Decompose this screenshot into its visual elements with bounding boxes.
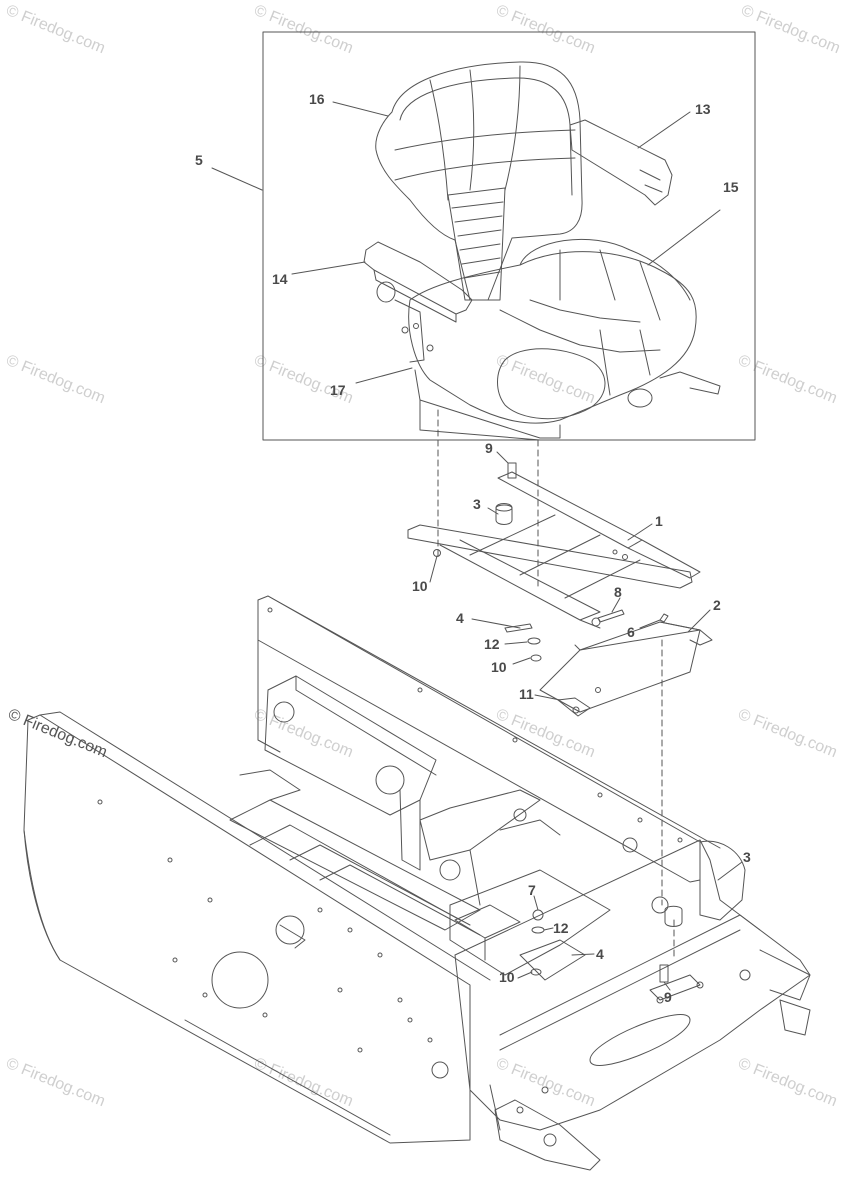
- leader-line: [487, 507, 499, 515]
- leader-line: [291, 261, 366, 275]
- callout-label: 10: [412, 578, 428, 594]
- callout-label: 12: [553, 920, 569, 936]
- callout-label: 9: [664, 989, 672, 1005]
- callout-label: 12: [484, 636, 500, 652]
- leader-line: [211, 167, 263, 191]
- leader-line: [471, 618, 521, 629]
- callout-label: 6: [627, 624, 635, 640]
- callout-label: 2: [713, 597, 721, 613]
- leader-line: [496, 451, 509, 464]
- leader-line: [355, 367, 413, 384]
- callout-label: 9: [485, 440, 493, 456]
- seat-mount-bracket: [407, 462, 701, 629]
- callout-label: 4: [596, 946, 604, 962]
- leader-line: [512, 657, 531, 665]
- leader-line: [663, 981, 671, 991]
- callout-label: 17: [330, 382, 346, 398]
- leader-line: [517, 971, 533, 979]
- callout-label: 11: [519, 686, 534, 702]
- callout-label: 8: [614, 584, 622, 600]
- seat-slide-bracket: [504, 609, 713, 717]
- leader-line: [571, 953, 595, 956]
- seat-drawing: [363, 61, 721, 441]
- callout-label: 10: [499, 969, 515, 985]
- leader-line: [534, 694, 561, 701]
- leader-line: [717, 861, 743, 881]
- callout-label: 16: [309, 91, 325, 107]
- leader-line: [647, 209, 721, 266]
- leader-line: [637, 111, 691, 149]
- leader-line: [639, 619, 661, 629]
- leader-line: [687, 609, 711, 633]
- callout-label: 1: [655, 513, 663, 529]
- callout-label: 3: [473, 496, 481, 512]
- callout-label: 7: [528, 882, 536, 898]
- callout-label: 3: [743, 849, 751, 865]
- callout-label: 10: [491, 659, 507, 675]
- callout-label: 13: [695, 101, 711, 117]
- leader-line: [504, 641, 528, 645]
- callout-label: 5: [195, 152, 203, 168]
- leader-line: [332, 101, 389, 117]
- seat-assembly-frame: [262, 31, 756, 441]
- leader-line: [627, 523, 653, 541]
- callout-label: 4: [456, 610, 464, 626]
- callout-label: 15: [723, 179, 739, 195]
- callout-label: 14: [272, 271, 288, 287]
- leader-line: [611, 597, 621, 613]
- mower-frame: [23, 595, 811, 1171]
- leader-line: [429, 555, 438, 583]
- leader-line: [543, 927, 554, 931]
- leader-line: [533, 895, 539, 911]
